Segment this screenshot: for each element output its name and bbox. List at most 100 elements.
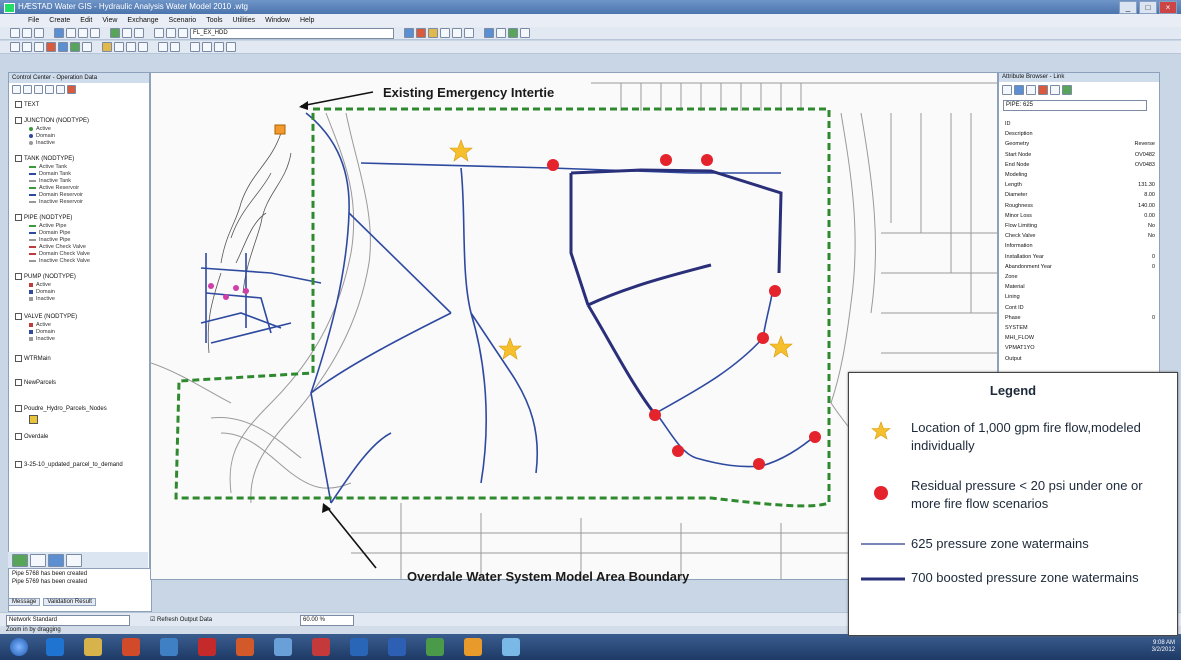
zoom-in-icon[interactable] — [10, 28, 20, 38]
property-row[interactable]: Output — [1005, 356, 1155, 362]
browser-tab-icon[interactable] — [66, 554, 82, 567]
menu-create[interactable]: Create — [49, 17, 71, 24]
new-icon[interactable] — [154, 28, 164, 38]
property-row[interactable]: Cont ID — [1005, 305, 1155, 311]
app-icon[interactable] — [274, 638, 292, 656]
menu-edit[interactable]: Edit — [80, 17, 93, 24]
save-icon[interactable] — [178, 28, 188, 38]
property-row[interactable]: SYSTEM — [1005, 325, 1155, 331]
zoom-level[interactable]: 60.00 % — [300, 615, 354, 626]
snap-icon[interactable] — [82, 42, 92, 52]
zoom-out-icon[interactable] — [22, 28, 32, 38]
layer-item[interactable]: JUNCTION (NODTYPE) — [15, 117, 89, 124]
property-row[interactable]: Information — [1005, 243, 1155, 249]
junction-icon[interactable] — [464, 28, 474, 38]
close-button[interactable]: × — [1159, 1, 1177, 14]
attr-tool-icon[interactable] — [1014, 85, 1024, 95]
valve-icon[interactable] — [440, 28, 450, 38]
refresh-icon[interactable] — [67, 85, 76, 94]
layer-props-icon[interactable] — [56, 85, 65, 94]
undo-icon[interactable] — [158, 42, 168, 52]
delete-icon[interactable] — [46, 42, 56, 52]
layer-item[interactable]: Poudre_Hydro_Parcels_Nodes — [15, 405, 107, 412]
pump-icon[interactable] — [416, 28, 426, 38]
table-icon[interactable] — [484, 28, 494, 38]
layer-item[interactable]: VALVE (NODTYPE) — [15, 313, 77, 320]
tab-validation-result[interactable]: Validation Result — [43, 598, 96, 606]
menu-scenario[interactable]: Scenario — [168, 17, 197, 24]
layer-item[interactable]: WTRMain — [15, 355, 51, 362]
tab-message[interactable]: Message — [8, 598, 41, 606]
layer-item[interactable]: NewParcels — [15, 379, 56, 386]
add-layer-icon[interactable] — [12, 85, 21, 94]
property-row[interactable]: ID — [1005, 121, 1155, 127]
layer-item[interactable]: PUMP (NODTYPE) — [15, 273, 76, 280]
find-icon[interactable] — [90, 28, 100, 38]
draw-node-icon[interactable] — [34, 42, 44, 52]
calculate-icon[interactable] — [508, 28, 518, 38]
layer-item[interactable]: Overdale — [15, 433, 48, 440]
merge-icon[interactable] — [70, 42, 80, 52]
run-icon[interactable] — [110, 28, 120, 38]
color-icon[interactable] — [126, 42, 136, 52]
maximize-button[interactable]: □ — [1139, 1, 1157, 14]
split-icon[interactable] — [58, 42, 68, 52]
menu-view[interactable]: View — [102, 17, 118, 24]
select-icon[interactable] — [54, 28, 64, 38]
graph-icon[interactable] — [134, 28, 144, 38]
property-row[interactable]: VPMAT1YO — [1005, 345, 1155, 351]
property-row[interactable]: Modeling — [1005, 172, 1155, 178]
profile-icon[interactable] — [190, 42, 200, 52]
menu-utilities[interactable]: Utilities — [232, 17, 256, 24]
layer-item[interactable]: 3-25-10_updated_parcel_to_demand — [15, 461, 123, 468]
profile-select[interactable]: Network Standard — [6, 615, 130, 626]
pan-icon[interactable] — [34, 28, 44, 38]
layer-icon[interactable] — [404, 28, 414, 38]
remove-layer-icon[interactable] — [23, 85, 32, 94]
app-icon[interactable] — [160, 638, 178, 656]
pressure-icon[interactable] — [226, 42, 236, 52]
element-select[interactable]: PIPE: 625 — [1003, 100, 1147, 111]
layer-down-icon[interactable] — [45, 85, 54, 94]
menu-file[interactable]: File — [28, 17, 40, 24]
contour-icon[interactable] — [202, 42, 212, 52]
flow-icon[interactable] — [214, 42, 224, 52]
tank-icon[interactable] — [428, 28, 438, 38]
settings-icon[interactable] — [520, 28, 530, 38]
attr-tool-icon[interactable] — [1050, 85, 1060, 95]
menu-window[interactable]: Window — [265, 17, 290, 24]
pipe-icon[interactable] — [452, 28, 462, 38]
powerpoint-icon[interactable] — [236, 638, 254, 656]
scenario-tab-icon[interactable] — [48, 554, 64, 567]
property-row[interactable]: Description — [1005, 131, 1155, 137]
layer-item[interactable]: PIPE (NODTYPE) — [15, 214, 72, 221]
layers-tab-icon[interactable] — [12, 554, 28, 567]
label-icon[interactable] — [102, 42, 112, 52]
scenario-select[interactable]: FL_EX_HDD — [190, 27, 394, 39]
property-row[interactable]: Material — [1005, 284, 1155, 290]
start-button[interactable] — [10, 638, 28, 656]
redo-icon[interactable] — [170, 42, 180, 52]
pdf-icon[interactable] — [198, 638, 216, 656]
attr-tool-icon[interactable] — [1038, 85, 1048, 95]
property-row[interactable]: Lining — [1005, 294, 1155, 300]
layer-item[interactable]: TEXT — [15, 101, 39, 108]
layer-up-icon[interactable] — [34, 85, 43, 94]
identify-icon[interactable] — [66, 28, 76, 38]
pointer-icon[interactable] — [10, 42, 20, 52]
word-icon[interactable] — [388, 638, 406, 656]
water-gis-icon[interactable] — [502, 638, 520, 656]
folder-icon[interactable] — [84, 638, 102, 656]
open-icon[interactable] — [166, 28, 176, 38]
attr-tool-icon[interactable] — [1062, 85, 1072, 95]
